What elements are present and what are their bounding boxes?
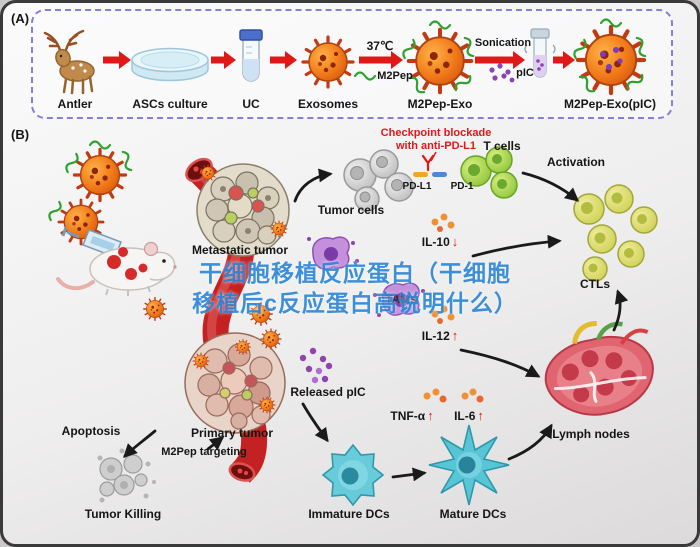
pic-label: pIC (516, 67, 534, 79)
lymph-nodes-label: Lymph nodes (552, 427, 630, 441)
pd-1-label: PD-1 (450, 181, 474, 192)
watermark-text: 干细胞移植反应蛋白（干细胞 移植后c反应蛋白高说明什么） (192, 260, 518, 316)
cytokine-dots (423, 213, 484, 403)
primary-tumor-icon (184, 332, 286, 434)
apoptotic-debris-icon (97, 448, 156, 503)
centrifuge-tube-icon (239, 29, 263, 82)
tumor-killing-label: Tumor Killing (84, 507, 162, 521)
step-label-m2pep-exo-pic: M2Pep-Exo(pIC) (563, 97, 657, 111)
activation-label: Activation (546, 155, 606, 169)
pic-molecules-icon (489, 63, 515, 83)
sonication-label: Sonication (474, 37, 532, 49)
step-label-m2pep-exo: M2Pep-Exo (407, 97, 473, 111)
sonication-tube-icon (524, 28, 556, 78)
tumor-cells-label: Tumor cells (317, 203, 385, 217)
step-label-exosomes: Exosomes (297, 97, 359, 111)
artwork-layer (43, 18, 658, 507)
checkpoint-blockade-label: Checkpoint blockade with anti-PD-L1 (380, 127, 492, 152)
exosome-icon (301, 35, 355, 89)
immature-dc-icon (321, 443, 385, 507)
il12-label: IL-12↑ (421, 328, 459, 343)
step-label-uc: UC (242, 97, 260, 111)
mature-dc-icon (428, 424, 510, 506)
il10-label: IL-10↓ (421, 234, 459, 249)
ctls-label: CTLs (580, 277, 610, 291)
panel-b-tag: (B) (11, 127, 30, 142)
lymph-node-organ (544, 320, 654, 416)
ctls-icon (573, 184, 658, 282)
flow-arrows (123, 168, 629, 482)
step-label-antler: Antler (57, 97, 93, 111)
m2pep-targeting-label: M2Pep targeting (161, 446, 247, 458)
m2pep-exo-pic-icon (571, 18, 650, 94)
tnfa-label: TNF-α↑ (390, 408, 434, 423)
mature-dcs-label: Mature DCs (439, 507, 507, 521)
tumor-cells-icon (343, 149, 414, 212)
panel-a-tag: (A) (11, 11, 30, 26)
pd-l1-pd-1-binding-icon (413, 151, 447, 177)
pd-l1-label: PD-L1 (402, 181, 432, 192)
process-arrows (103, 51, 575, 69)
immature-dcs-label: Immature DCs (308, 507, 390, 521)
temperature-label: 37℃ (366, 39, 394, 53)
primary-tumor-label: Primary tumor (190, 426, 274, 440)
macrophage-icon (373, 282, 425, 317)
t-cells-label: T cells (483, 139, 521, 153)
il6-label: IL-6↑ (454, 408, 484, 423)
m2pep-peptide-icon (353, 71, 377, 81)
m2pep-exo-icon (400, 20, 478, 96)
step-label-ascs-culture: ASCs culture (132, 97, 208, 111)
tams-label: TAMs (385, 292, 417, 306)
metastatic-tumor-icon (196, 163, 290, 257)
macrophage-icon (307, 236, 359, 270)
petri-dish-icon (131, 47, 209, 82)
metastatic-tumor-label: Metastatic tumor (191, 243, 289, 257)
mouse-icon (56, 241, 177, 296)
released-pic-icon (299, 347, 333, 384)
released-pic-label: Released pIC (290, 385, 366, 399)
m2pep-label: M2Pep (377, 70, 413, 82)
t-cells-icon (460, 146, 518, 199)
apoptosis-label: Apoptosis (61, 424, 121, 438)
deer-icon (43, 29, 95, 95)
